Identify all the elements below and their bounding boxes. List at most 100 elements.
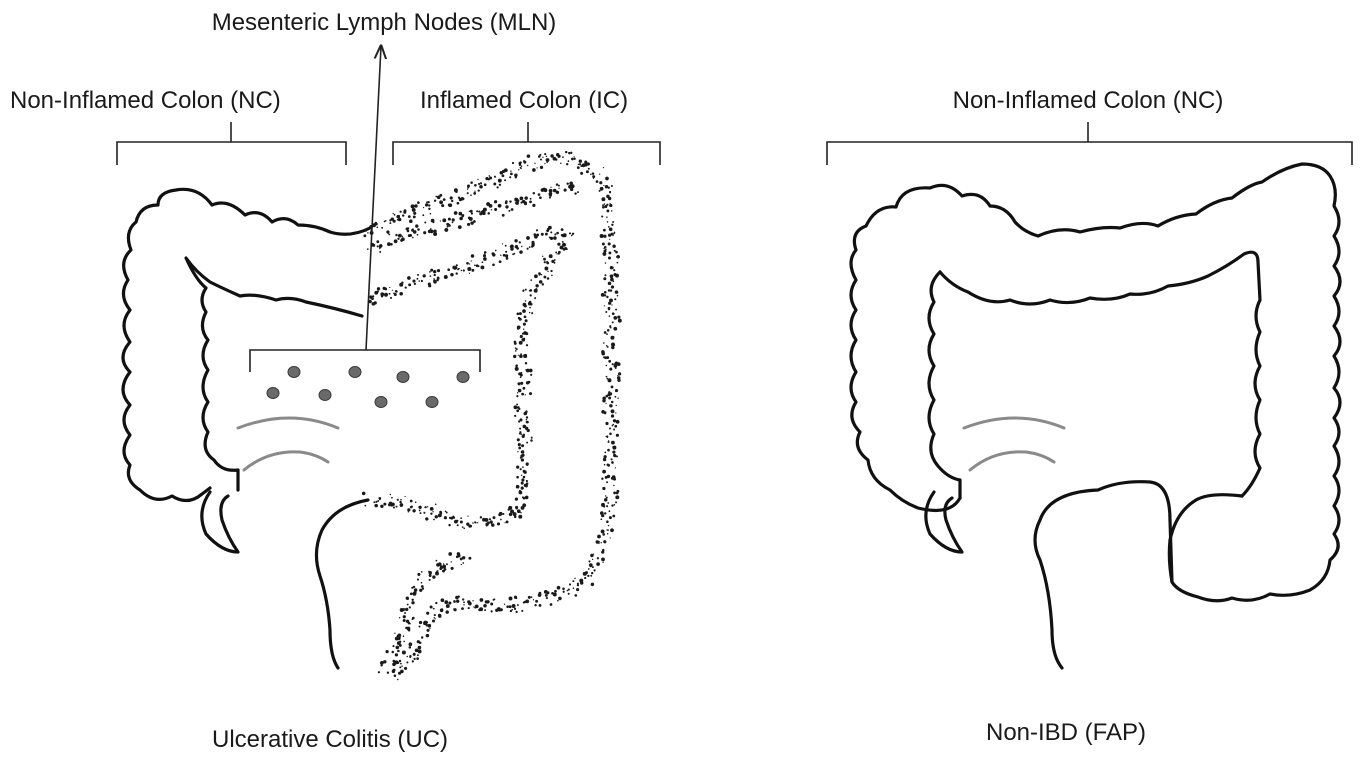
inflammation-speck [590, 554, 593, 557]
inflammation-speck [525, 300, 526, 301]
inflammation-speck [608, 440, 609, 441]
inflammation-speck [611, 285, 614, 288]
inflammation-speck [557, 243, 560, 246]
inflammation-speck [561, 234, 564, 237]
inflammation-speck [590, 575, 592, 577]
inflammation-speck [509, 200, 511, 202]
inflammation-speck [596, 180, 599, 183]
inflammation-speck [394, 633, 395, 634]
inflammation-speck [506, 257, 509, 260]
inflammation-speck [391, 497, 393, 499]
inflammation-speck [587, 575, 589, 577]
inflammation-speck [462, 556, 465, 559]
inflammation-speck [551, 592, 554, 595]
inflammation-speck [530, 294, 532, 296]
inflammation-speck [587, 162, 590, 165]
inflammation-speck [605, 403, 606, 404]
inflammation-speck [602, 562, 603, 563]
inflammation-speck [446, 563, 448, 565]
inflammation-speck [440, 220, 441, 221]
inflammation-speck [456, 264, 458, 266]
inflammation-speck [605, 422, 608, 425]
inflammation-speck [613, 429, 615, 431]
inflammation-speck [558, 251, 561, 254]
inflammation-speck [604, 512, 606, 514]
inflammation-speck [432, 575, 435, 578]
inflammation-speck [446, 604, 450, 608]
inflammation-speck [430, 230, 434, 234]
inflammation-speck [403, 635, 405, 637]
inflammation-speck [602, 252, 606, 256]
inflammation-speck [614, 504, 616, 506]
inflammation-speck [420, 512, 422, 514]
inflammation-speck [452, 218, 455, 221]
inflammation-speck [478, 183, 480, 185]
inflammation-speck [562, 588, 565, 591]
inflammation-speck [606, 209, 609, 212]
inflammation-speck [415, 224, 418, 227]
inflammation-speck [609, 325, 611, 327]
inflammation-speck [515, 367, 519, 371]
inflammation-speck [447, 268, 450, 271]
inflammation-speck [474, 264, 476, 266]
inflammation-speck [579, 159, 582, 162]
inflammation-speck [430, 275, 432, 277]
inflammation-speck [615, 389, 618, 392]
inflammation-speck [508, 508, 510, 510]
inflammation-speck [526, 344, 528, 346]
inflammation-speck [417, 654, 419, 656]
inflammation-speck [435, 196, 437, 198]
inflammation-speck [429, 271, 431, 273]
inflammation-speck [411, 599, 413, 601]
inflammation-speck [471, 254, 474, 257]
inflammation-speck [516, 508, 518, 510]
inflammation-speck [613, 327, 617, 331]
inflammation-speck [608, 251, 611, 254]
inflammation-speck [609, 428, 611, 430]
inflammation-speck [529, 201, 532, 204]
inflammation-speck [515, 498, 518, 501]
inflammation-speck [431, 219, 435, 223]
inflammation-speck [423, 231, 426, 234]
inflammation-speck [399, 666, 401, 668]
inflammation-speck [429, 579, 431, 581]
inflammation-speck [573, 156, 574, 157]
inflammation-speck [467, 188, 468, 189]
inflammation-speck [536, 167, 537, 168]
inflammation-speck [546, 158, 550, 162]
inflammation-speck [474, 184, 477, 187]
inflammation-speck [494, 176, 496, 178]
inflammation-speck [426, 634, 430, 638]
inflammation-speck [526, 356, 527, 357]
inflammation-speck [403, 641, 405, 643]
inflammation-speck [461, 564, 462, 565]
inflammation-speck [523, 160, 525, 162]
inflammation-speck [421, 621, 423, 623]
inflammation-speck [428, 284, 431, 287]
inflammation-speck [530, 374, 532, 376]
inflammation-speck [609, 204, 612, 207]
inflammation-speck [614, 232, 616, 234]
inflammation-speck [403, 619, 406, 622]
inflammation-speck [547, 271, 548, 272]
inflammation-speck [605, 262, 607, 264]
inflammation-speck [516, 409, 519, 412]
inflammation-speck [433, 270, 436, 273]
inflammation-speck [541, 189, 542, 190]
inflammation-speck [535, 600, 538, 603]
inflammation-speck [410, 500, 413, 503]
inflammation-speck [532, 168, 536, 172]
inflammation-speck [434, 274, 436, 276]
inflammation-speck [613, 419, 616, 422]
inflammation-speck [463, 269, 465, 271]
inflammation-speck [554, 259, 556, 261]
inflammation-speck [401, 237, 405, 241]
inflammation-speck [385, 220, 387, 222]
inflammation-speck [417, 573, 420, 576]
inflammation-speck [609, 239, 610, 240]
inflammation-speck [438, 614, 441, 617]
inflammation-speck [444, 228, 448, 232]
inflammation-speck [519, 241, 521, 243]
inflammation-speck [520, 512, 521, 513]
inflammation-speck [546, 262, 549, 265]
